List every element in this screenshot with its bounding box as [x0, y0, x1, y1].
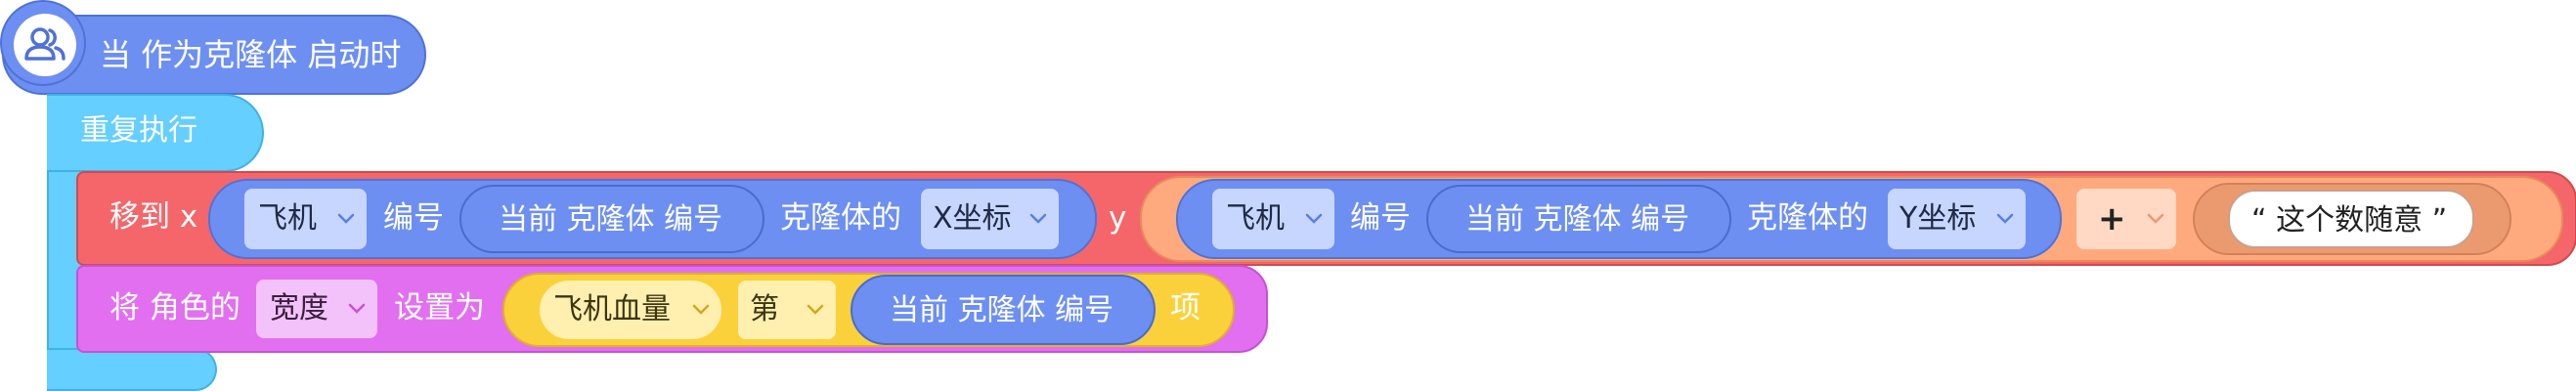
item-suffix-label: 项 [1170, 290, 1201, 326]
clone-of-label: 克隆体的 [780, 200, 901, 236]
forever-label: 重复执行 [80, 113, 197, 148]
chevron-down-icon [1305, 213, 1323, 224]
current-clone-index-reporter-x[interactable]: 当前 克隆体 编号 [459, 185, 764, 253]
forever-block[interactable] [47, 94, 264, 172]
property-dropdown-x[interactable]: X坐标 [921, 189, 1059, 249]
current-clone-index-label: 当前 克隆体 编号 [890, 293, 1114, 327]
nth-dropdown[interactable]: 第 [738, 281, 836, 339]
string-input-value: “ 这个数随意 ” [2251, 203, 2448, 238]
forever-block-foot[interactable] [47, 348, 217, 391]
current-clone-index-reporter-list[interactable]: 当前 克隆体 编号 [851, 275, 1156, 345]
set-attribute-label: 将 角色的 [109, 290, 240, 326]
hat-icon-badge [0, 0, 86, 86]
attribute-dropdown[interactable]: 宽度 [256, 280, 377, 338]
object-dropdown-y[interactable]: 飞机 [1212, 189, 1334, 249]
operator-dropdown[interactable]: + [2076, 189, 2176, 249]
index-label: 编号 [383, 200, 444, 236]
go-to-y-label: y [1109, 200, 1127, 236]
list-dropdown-value: 飞机血量 [553, 292, 671, 326]
object-dropdown-value: 飞机 [1226, 201, 1285, 236]
current-clone-index-reporter-y[interactable]: 当前 克隆体 编号 [1426, 185, 1731, 253]
property-dropdown-value: Y坐标 [1899, 201, 1977, 236]
nth-dropdown-value: 第 [750, 292, 779, 326]
clone-of-label: 克隆体的 [1747, 200, 1868, 236]
chevron-down-icon [348, 303, 366, 314]
object-dropdown-x[interactable]: 飞机 [244, 189, 367, 249]
go-to-x-label: 移到 x [109, 199, 198, 235]
string-input[interactable]: “ 这个数随意 ” [2228, 190, 2474, 248]
current-clone-index-label: 当前 克隆体 编号 [1465, 202, 1690, 237]
attribute-dropdown-value: 宽度 [270, 291, 328, 326]
list-dropdown[interactable]: 飞机血量 [540, 281, 721, 339]
current-clone-index-label: 当前 克隆体 编号 [499, 202, 723, 237]
set-to-label: 设置为 [394, 290, 485, 326]
chevron-down-icon [1996, 213, 2014, 224]
chevron-down-icon [1029, 213, 1047, 224]
index-label: 编号 [1350, 200, 1411, 236]
chevron-down-icon [2147, 213, 2164, 224]
hat-label: 当 作为克隆体 启动时 [100, 36, 402, 73]
chevron-down-icon [807, 304, 824, 315]
operator-dropdown-value: + [2098, 199, 2126, 239]
property-dropdown-value: X坐标 [933, 201, 1012, 236]
object-dropdown-value: 飞机 [258, 201, 317, 236]
chevron-down-icon [692, 304, 710, 315]
users-icon [14, 14, 76, 76]
property-dropdown-y[interactable]: Y坐标 [1888, 189, 2026, 249]
chevron-down-icon [337, 213, 355, 224]
